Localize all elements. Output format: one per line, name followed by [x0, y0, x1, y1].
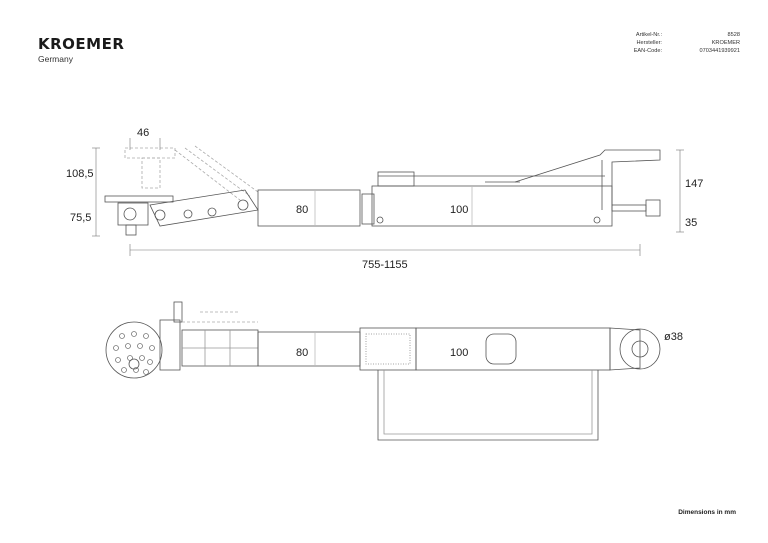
top-ghost-position — [182, 311, 258, 323]
tube-slot — [485, 333, 517, 365]
link-bolt — [154, 209, 166, 221]
tube-screw — [593, 216, 601, 224]
link-bolt — [183, 209, 193, 219]
meta-value: 0703441939921 — [699, 48, 740, 54]
dim-100-label: 100 — [450, 204, 468, 216]
brand-subtitle: Germany — [38, 54, 73, 64]
meta-value: 8528 — [727, 32, 740, 38]
end-cap — [645, 199, 661, 217]
meta-row-ean: EAN-Code: 0703441939921 — [600, 47, 740, 55]
support-arm — [514, 149, 661, 205]
dim-75-label: 75,5 — [70, 212, 91, 224]
top-dim-diameter-label: ø38 — [664, 331, 683, 343]
link-bolt — [207, 207, 217, 217]
clamp-foot — [125, 224, 137, 236]
plate-holes — [113, 331, 155, 375]
end-coupling — [611, 204, 647, 212]
end-housing — [609, 327, 641, 371]
top-inner-tube-80 — [257, 331, 361, 367]
clamp-block — [117, 202, 149, 226]
clamp-bolt — [123, 207, 137, 221]
side-dimension-lines — [92, 138, 684, 256]
meta-label: Hersteller: — [636, 40, 663, 46]
meta-label: Artikel-Nr.: — [635, 32, 662, 38]
grip-texture — [365, 333, 411, 365]
dim-80-label: 80 — [296, 204, 308, 216]
link-arm — [149, 189, 259, 227]
outer-tube-100 — [371, 185, 613, 227]
meta-label: EAN-Code: — [633, 48, 662, 54]
brand-logo: KROEMER Germany — [38, 36, 124, 64]
side-view-drawing: 46 108,5 75,5 80 100 147 35 755-1155 — [66, 127, 703, 271]
end-wheel-hub — [631, 340, 649, 358]
top-clamp-block — [159, 319, 181, 371]
dim-35-label: 35 — [685, 217, 697, 229]
end-wheel — [619, 328, 661, 370]
top-dim-100-label: 100 — [450, 347, 468, 359]
article-info-block: Artikel-Nr.: 8528 Hersteller: KROEMER EA… — [600, 31, 740, 55]
dim-108-label: 108,5 — [66, 168, 94, 180]
tube-collar — [361, 193, 375, 225]
brand-name: KROEMER — [38, 35, 125, 53]
dim-147-label: 147 — [685, 178, 703, 190]
top-view-drawing — [105, 301, 661, 441]
clamp-plate — [104, 195, 174, 203]
inner-tube-80 — [257, 189, 361, 227]
round-base-plate — [105, 321, 163, 379]
top-dim-80-label: 80 — [296, 347, 308, 359]
frame-bracket — [377, 171, 415, 187]
foldout-frame-inner — [383, 370, 593, 435]
meta-row-manufacturer: Hersteller: KROEMER — [600, 39, 741, 47]
top-outer-tube-100 — [415, 327, 611, 371]
ghost-position — [124, 145, 259, 201]
dim-46-label: 46 — [137, 127, 149, 139]
units-note: Dimensions in mm — [678, 509, 736, 516]
link-bolt — [237, 199, 249, 211]
dim-length-label: 755-1155 — [362, 259, 408, 271]
meta-row-article: Artikel-Nr.: 8528 — [600, 31, 740, 39]
meta-value: KROEMER — [711, 40, 740, 46]
tube-screw — [376, 216, 384, 224]
foldout-frame — [377, 370, 599, 441]
top-clamp-lever — [173, 301, 183, 323]
plate-center-bolt — [128, 358, 140, 370]
